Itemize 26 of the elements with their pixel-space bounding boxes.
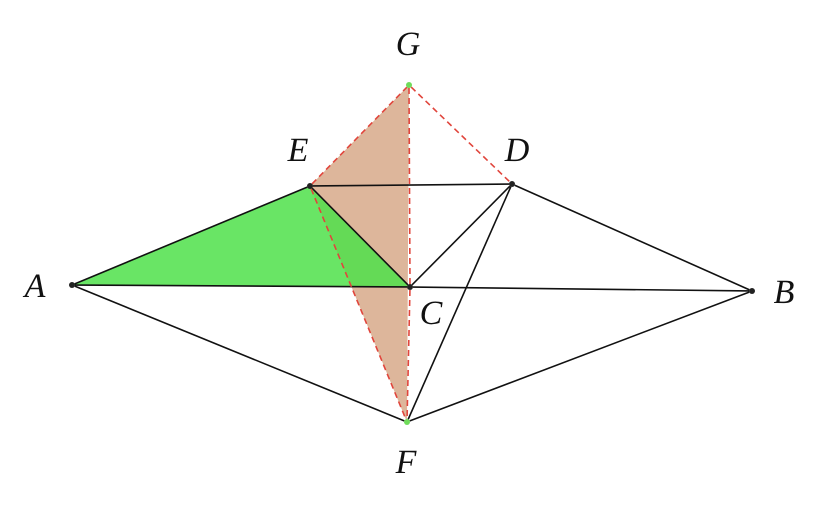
line-segment [75, 284, 407, 288]
line-segment [514, 184, 750, 291]
line-segment [413, 286, 749, 292]
line-segment [312, 188, 408, 286]
line-segment [407, 186, 512, 420]
point-label: B [774, 276, 794, 310]
point-label: F [396, 446, 416, 480]
point-dot [749, 288, 755, 294]
point-label: C [420, 297, 442, 331]
point-label: D [504, 134, 530, 168]
point-dot [307, 183, 313, 189]
point-dot [404, 419, 410, 425]
line-segment [412, 186, 510, 286]
dashed-segment [312, 86, 408, 184]
point-label: A [24, 270, 46, 304]
dashed-segment [410, 86, 510, 182]
line-segment [74, 186, 308, 285]
line-segment [410, 291, 750, 422]
line-segment [313, 183, 509, 187]
dashed-segment [408, 88, 411, 284]
point-dot [69, 282, 75, 288]
point-dot [406, 82, 412, 88]
point-label: G [396, 28, 420, 62]
line-segment [74, 285, 405, 422]
point-dot [509, 181, 515, 187]
point-label: E [288, 134, 308, 168]
